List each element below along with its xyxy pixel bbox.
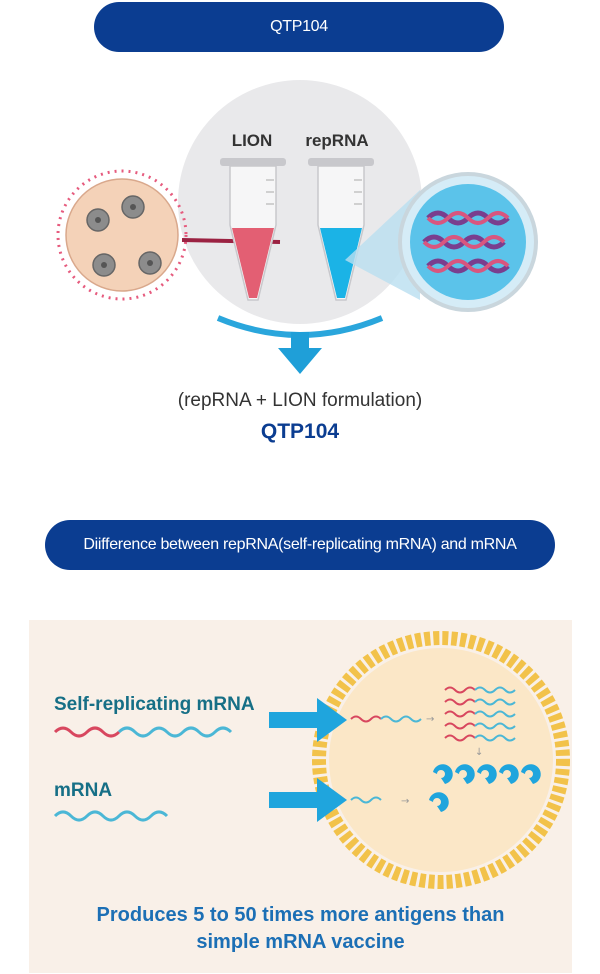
antigen-single-icon [429, 792, 449, 812]
svg-text:↓: ↓ [475, 747, 483, 758]
lion-nanoparticle-icon [56, 169, 188, 301]
replicated-strands-icon: → ↓ [350, 686, 516, 758]
section-pill-label: Diifference between repRNA(self-replicat… [83, 536, 517, 553]
svg-text:→: → [401, 796, 409, 807]
background-circle [178, 80, 422, 324]
antigens-many-icon [433, 764, 541, 784]
header-pill-qtp104: QTP104 [94, 2, 504, 52]
antigen-claim-line1: Produces 5 to 50 times more antigens tha… [96, 904, 505, 926]
formulation-diagram: LION repRNA [56, 80, 538, 374]
mrna-strand-icon [53, 810, 169, 822]
reprna-tube-icon [308, 158, 374, 301]
zoom-beam [345, 190, 420, 300]
tube-left-label: LION [232, 131, 273, 150]
mrna-inside-icon: → [350, 796, 409, 807]
lion-tube-icon [220, 158, 286, 301]
self-replicating-strand-icon [53, 726, 233, 738]
lion-reprna-illustration: LION repRNA [0, 60, 600, 390]
antigen-claim-line2: simple mRNA vaccine [196, 931, 405, 953]
mrna-arrow-icon [269, 778, 347, 822]
rna-zoom-icon [398, 172, 538, 312]
svg-text:→: → [426, 714, 434, 725]
down-arrow-icon [278, 332, 322, 374]
product-name: QTP104 [260, 420, 340, 443]
comparison-panel: → ↓ → Self-replicating mRNA [29, 620, 572, 973]
self-replicating-arrow-icon [269, 698, 347, 742]
self-replicating-label: Self-replicating mRNA [54, 694, 255, 715]
cell-icon [312, 631, 570, 889]
section-pill-difference: Diifference between repRNA(self-replicat… [45, 520, 555, 570]
mrna-label: mRNA [54, 780, 113, 801]
antigen-claim: Produces 5 to 50 times more antigens tha… [29, 902, 572, 956]
header-pill-label: QTP104 [270, 18, 328, 35]
formulation-caption: (repRNA + LION formulation) [177, 390, 423, 411]
comparison-diagram: → ↓ → [53, 631, 570, 889]
tube-right-label: repRNA [305, 131, 368, 150]
